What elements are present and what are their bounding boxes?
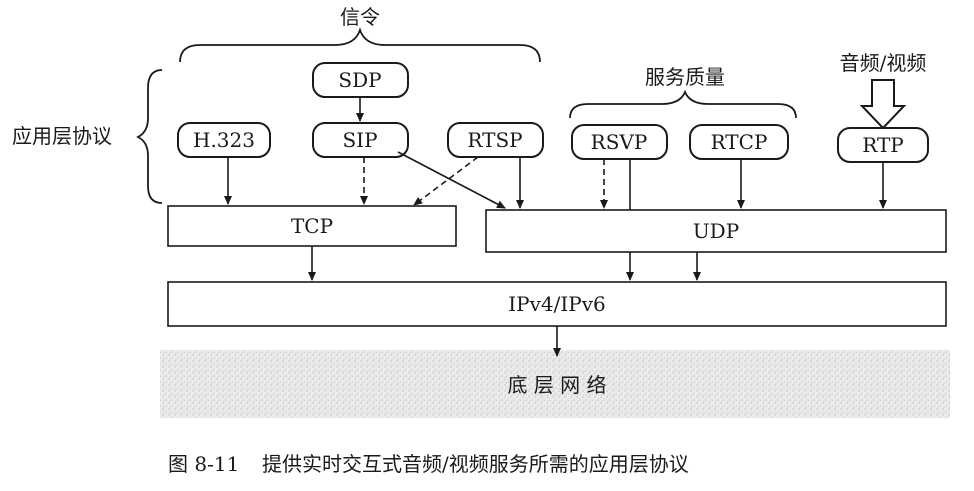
pill-rtsp: RTSP — [447, 122, 544, 158]
pill-sip-label: SIP — [342, 128, 377, 152]
pill-rtsp-label: RTSP — [467, 128, 522, 152]
pill-rtcp-label: RTCP — [711, 130, 768, 154]
box-tcp: TCP — [167, 205, 457, 247]
signaling-label: 信令 — [340, 5, 380, 29]
pill-rtp-label: RTP — [862, 133, 904, 157]
pill-sdp-label: SDP — [338, 68, 381, 92]
figure-caption: 提供实时交互式音频/视频服务所需的应用层协议 — [262, 452, 689, 476]
box-udp-label: UDP — [693, 219, 739, 243]
audio-video-label: 音频/视频 — [840, 51, 927, 75]
arrow-sip-to-udp — [397, 151, 506, 209]
arrow-rtsp-to-tcp-dashed — [413, 156, 479, 206]
underlying-network-band: 底 层 网 络 — [160, 350, 950, 418]
audio-video-hollow-arrow — [859, 79, 907, 130]
pill-rsvp: RSVP — [571, 124, 668, 160]
qos-brace — [569, 89, 797, 119]
pill-rtp: RTP — [837, 127, 929, 163]
figure-number: 图 8-11 — [168, 452, 239, 476]
app-layer-brace — [135, 69, 163, 204]
pill-rtcp: RTCP — [689, 124, 789, 160]
pill-sip: SIP — [312, 122, 409, 158]
qos-label: 服务质量 — [645, 65, 725, 89]
app-layer-label: 应用层协议 — [12, 124, 112, 148]
pill-sdp: SDP — [312, 62, 409, 98]
pill-h323: H.323 — [177, 122, 271, 158]
pill-h323-label: H.323 — [193, 128, 255, 152]
box-ip: IPv4/IPv6 — [167, 281, 947, 327]
box-tcp-label: TCP — [291, 214, 333, 238]
signaling-brace — [179, 27, 541, 63]
box-udp: UDP — [485, 209, 947, 253]
box-ip-label: IPv4/IPv6 — [508, 292, 606, 316]
pill-rsvp-label: RSVP — [591, 130, 648, 154]
underlying-network-label: 底 层 网 络 — [507, 373, 606, 397]
